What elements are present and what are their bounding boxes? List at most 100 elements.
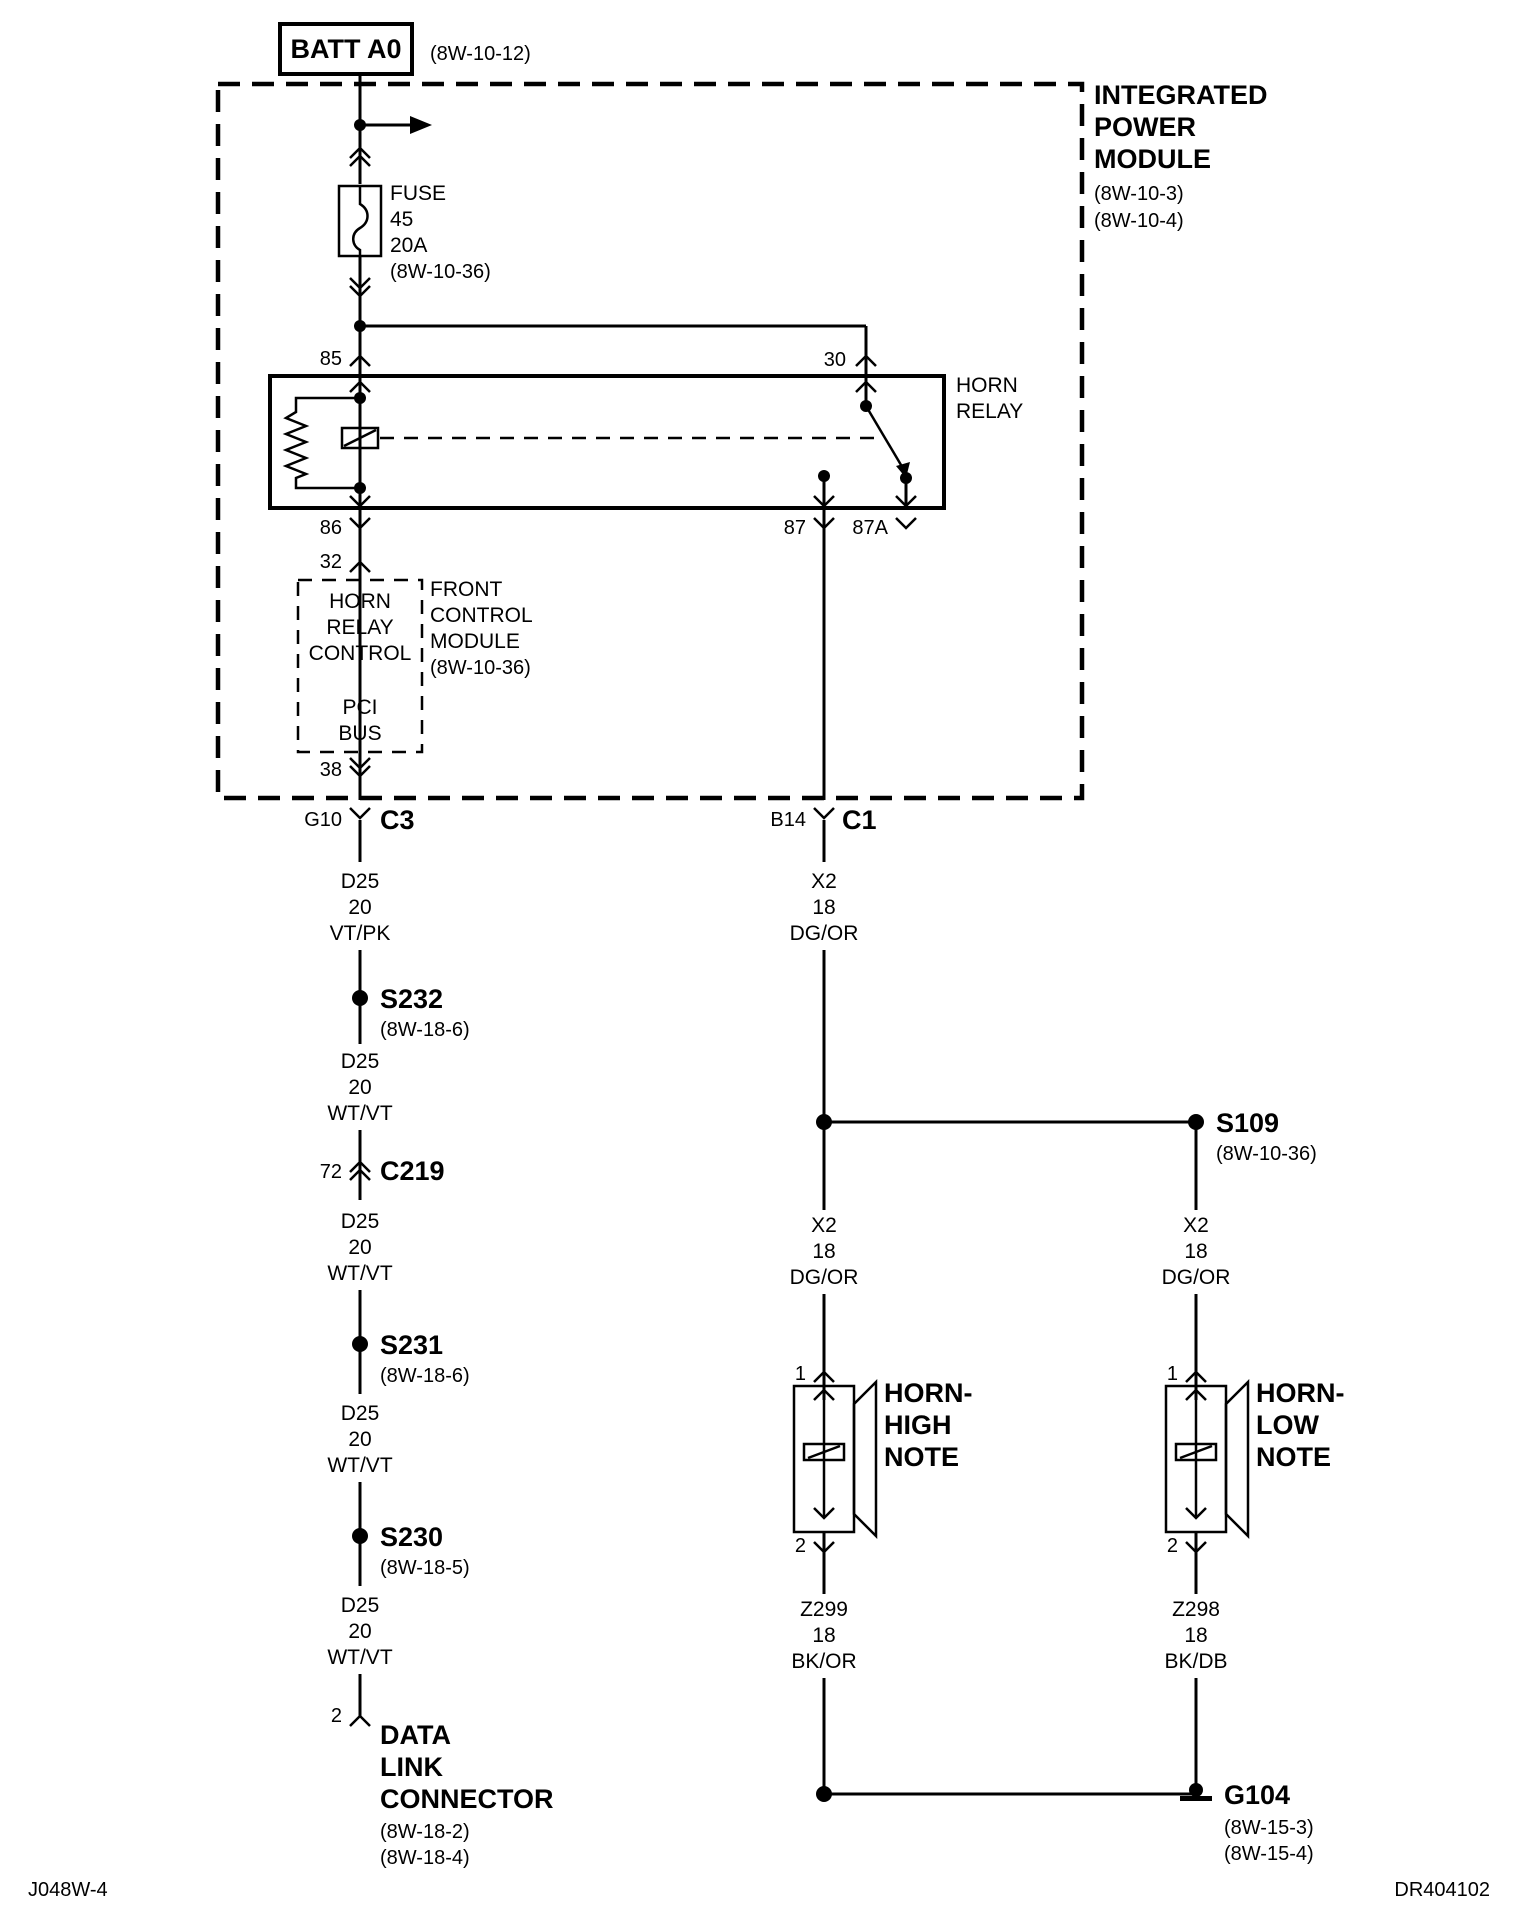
fcm-inner-label: HORN RELAY CONTROL PCI BUS: [309, 590, 412, 745]
svg-text:LOW: LOW: [1256, 1410, 1319, 1440]
ipm-label: INTEGRATED POWER MODULE (8W-10-3) (8W-10…: [1094, 80, 1268, 232]
high-wire-label: X2 18 DG/OR: [790, 1214, 859, 1289]
left-wire-4-label: D25 20 WT/VT: [327, 1402, 392, 1477]
horn-low-note-label: HORN- LOW NOTE: [1256, 1378, 1345, 1472]
svg-text:FRONT: FRONT: [430, 578, 502, 601]
svg-text:X2: X2: [1183, 1214, 1209, 1237]
svg-text:NOTE: NOTE: [1256, 1442, 1331, 1472]
g104-ground-symbol: [1180, 1783, 1212, 1801]
svg-text:(8W-18-6): (8W-18-6): [380, 1365, 470, 1387]
svg-text:BK/OR: BK/OR: [791, 1650, 856, 1673]
svg-text:2: 2: [1167, 1535, 1178, 1557]
fuse-label: FUSE 45 20A (8W-10-36): [390, 182, 491, 283]
svg-text:18: 18: [812, 1240, 835, 1263]
pin-86-label: 86: [320, 517, 342, 539]
svg-text:D25: D25: [341, 1050, 380, 1073]
pin-85-label: 85: [320, 348, 342, 370]
pin-87-connector: [813, 517, 835, 530]
svg-text:(8W-10-36): (8W-10-36): [390, 261, 491, 283]
low-wire-label: X2 18 DG/OR: [1162, 1214, 1231, 1289]
svg-text:20A: 20A: [390, 234, 427, 257]
svg-text:HORN: HORN: [329, 590, 391, 613]
svg-text:18: 18: [1184, 1240, 1207, 1263]
svg-text:(8W-10-36): (8W-10-36): [1216, 1143, 1317, 1165]
svg-text:C3: C3: [380, 805, 415, 835]
svg-text:PCI: PCI: [342, 696, 377, 719]
pin-38-connector: [349, 757, 371, 770]
svg-text:MODULE: MODULE: [1094, 144, 1211, 174]
pin-85-connector: [349, 354, 371, 367]
dlc-connector: [349, 1714, 371, 1727]
left-wire-1-label: D25 20 VT/PK: [330, 870, 391, 945]
fuse-top-connector: [349, 146, 371, 159]
svg-text:DG/OR: DG/OR: [790, 1266, 859, 1289]
svg-text:INTEGRATED: INTEGRATED: [1094, 80, 1268, 110]
pin-86-connector: [349, 517, 371, 530]
svg-text:WT/VT: WT/VT: [327, 1646, 392, 1669]
svg-text:S109: S109: [1216, 1108, 1279, 1138]
svg-text:18: 18: [812, 1624, 835, 1647]
horn-high-note-label: HORN- HIGH NOTE: [884, 1378, 973, 1472]
ipm-boundary: [215, 81, 1085, 801]
svg-text:BUS: BUS: [338, 722, 381, 745]
svg-text:20: 20: [348, 1428, 371, 1451]
pin-30-label: 30: [824, 349, 846, 371]
svg-text:20: 20: [348, 1236, 371, 1259]
svg-text:(8W-10-4): (8W-10-4): [1094, 210, 1184, 232]
fcm-label: FRONT CONTROL MODULE (8W-10-36): [430, 578, 533, 679]
low-ground-wire-label: Z298 18 BK/DB: [1164, 1598, 1227, 1673]
svg-text:D25: D25: [341, 1594, 380, 1617]
svg-text:Z299: Z299: [800, 1598, 848, 1621]
svg-text:(8W-18-6): (8W-18-6): [380, 1019, 470, 1041]
svg-text:(8W-15-3): (8W-15-3): [1224, 1817, 1314, 1839]
svg-text:18: 18: [812, 896, 835, 919]
high-ground-wire-label: Z299 18 BK/OR: [791, 1598, 856, 1673]
svg-text:20: 20: [348, 1620, 371, 1643]
svg-text:1: 1: [1167, 1363, 1178, 1385]
svg-text:WT/VT: WT/VT: [327, 1102, 392, 1125]
relay-resistor: [282, 396, 360, 490]
svg-text:(8W-10-3): (8W-10-3): [1094, 183, 1184, 205]
svg-text:BK/DB: BK/DB: [1164, 1650, 1227, 1673]
svg-text:RELAY: RELAY: [956, 400, 1023, 423]
svg-text:(8W-18-2): (8W-18-2): [380, 1821, 470, 1843]
svg-text:CONTROL: CONTROL: [309, 642, 412, 665]
s231-splice: [352, 1336, 368, 1352]
svg-text:18: 18: [1184, 1624, 1207, 1647]
batt-ref: (8W-10-12): [430, 43, 531, 65]
svg-text:20: 20: [348, 896, 371, 919]
horn-high-note: 1 2: [792, 1294, 878, 1594]
svg-text:HORN-: HORN-: [1256, 1378, 1345, 1408]
c219-connector: [349, 1160, 371, 1173]
svg-text:CONNECTOR: CONNECTOR: [380, 1784, 554, 1814]
pin-87a-connector: [895, 517, 917, 530]
relay-coil: [340, 426, 380, 450]
footer-left-code: J048W-4: [28, 1879, 108, 1901]
svg-text:MODULE: MODULE: [430, 630, 520, 653]
svg-text:1: 1: [795, 1363, 806, 1385]
svg-text:C1: C1: [842, 805, 877, 835]
svg-text:C219: C219: [380, 1156, 445, 1186]
front-control-module-box: [296, 578, 424, 754]
svg-text:RELAY: RELAY: [326, 616, 393, 639]
svg-text:G104: G104: [1224, 1780, 1290, 1810]
fuse-bottom-connector: [349, 277, 371, 290]
horn-relay-box: [268, 374, 946, 510]
svg-text:POWER: POWER: [1094, 112, 1196, 142]
svg-text:X2: X2: [811, 1214, 837, 1237]
data-link-connector-label: DATA LINK CONNECTOR (8W-18-2) (8W-18-4): [380, 1720, 554, 1869]
pin-87a-label: 87A: [852, 517, 888, 539]
left-wire-3-label: D25 20 WT/VT: [327, 1210, 392, 1285]
svg-text:2: 2: [331, 1705, 342, 1727]
svg-text:BATT A0: BATT A0: [291, 34, 402, 64]
svg-text:D25: D25: [341, 1402, 380, 1425]
horn-low-note: 1 2: [1164, 1294, 1250, 1594]
svg-text:D25: D25: [341, 870, 380, 893]
svg-text:20: 20: [348, 1076, 371, 1099]
svg-text:FUSE: FUSE: [390, 182, 446, 205]
svg-text:S230: S230: [380, 1522, 443, 1552]
svg-text:2: 2: [795, 1535, 806, 1557]
pin-32-connector: [349, 560, 371, 573]
center-wire-label: X2 18 DG/OR: [790, 870, 859, 945]
batt-branch-arrow: [410, 116, 432, 134]
